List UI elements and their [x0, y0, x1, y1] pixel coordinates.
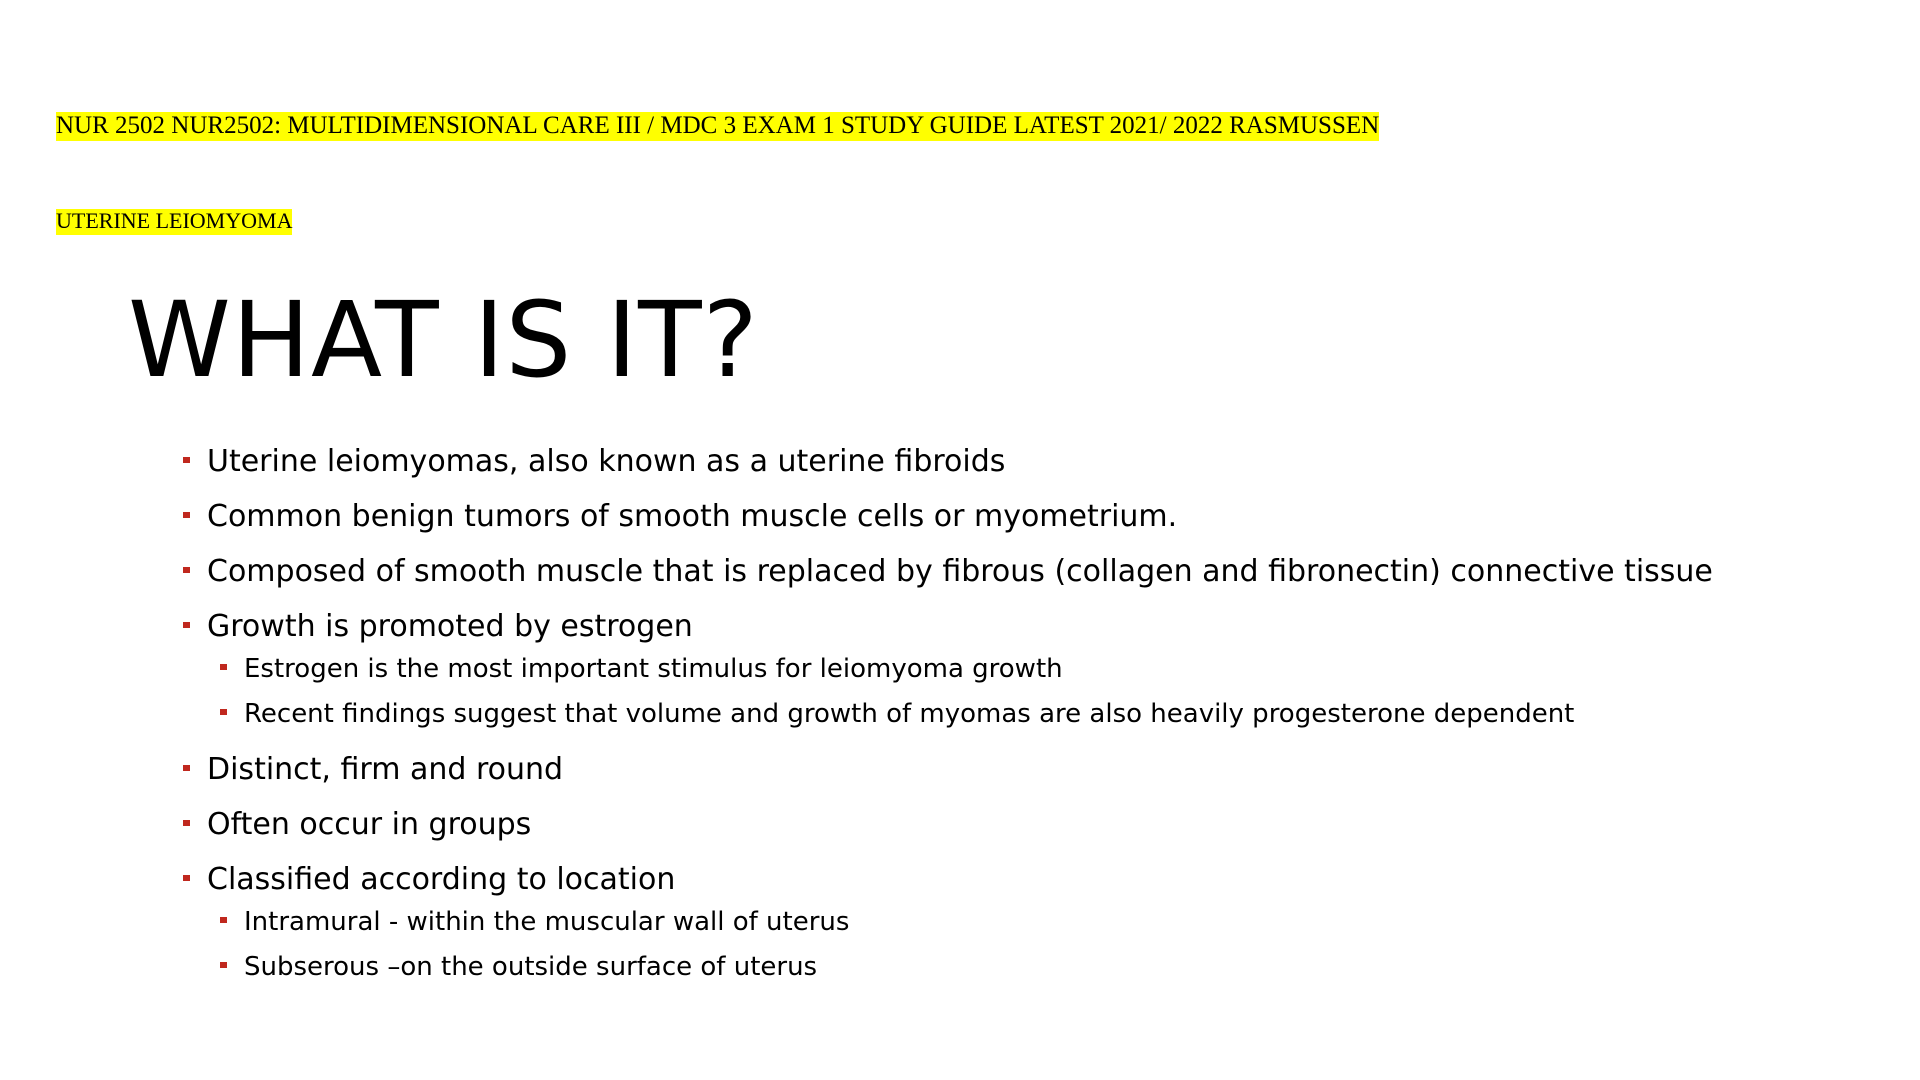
bullet-list: Uterine leiomyomas, also known as a uter…: [183, 444, 1753, 995]
bullet-marker-icon: [183, 512, 190, 518]
sub-bullet-item: Intramural - within the muscular wall of…: [220, 905, 1753, 940]
bullet-text: Often occur in groups: [207, 807, 532, 842]
bullet-text: Composed of smooth muscle that is replac…: [207, 554, 1713, 589]
bullet-marker-icon: [183, 765, 190, 771]
bullet-item: Growth is promoted by estrogen: [183, 609, 1753, 644]
bullet-item: Distinct, firm and round: [183, 752, 1753, 787]
bullet-text: Classified according to location: [207, 862, 676, 897]
section-label: UTERINE LEIOMYOMA: [56, 208, 293, 235]
sub-bullet-item: Estrogen is the most important stimulus …: [220, 652, 1753, 687]
sub-bullet-text: Intramural - within the muscular wall of…: [244, 907, 850, 937]
sub-bullet-text: Subserous –on the outside surface of ute…: [244, 952, 818, 982]
bullet-item: Often occur in groups: [183, 807, 1753, 842]
bullet-marker-icon: [183, 875, 190, 881]
bullet-text: Growth is promoted by estrogen: [207, 609, 693, 644]
bullet-marker-icon: [220, 962, 227, 968]
bullet-marker-icon: [220, 664, 227, 670]
document-header: NUR 2502 NUR2502: MULTIDIMENSIONAL CARE …: [56, 112, 1380, 141]
sub-bullet-text: Recent findings suggest that volume and …: [244, 699, 1575, 729]
bullet-marker-icon: [183, 567, 190, 573]
bullet-item: Composed of smooth muscle that is replac…: [183, 554, 1753, 589]
bullet-marker-icon: [183, 622, 190, 628]
slide-title: WHAT IS IT?: [128, 279, 759, 401]
sub-bullet-text: Estrogen is the most important stimulus …: [244, 654, 1063, 684]
bullet-text: Common benign tumors of smooth muscle ce…: [207, 499, 1178, 534]
bullet-text: Uterine leiomyomas, also known as a uter…: [207, 444, 1006, 479]
bullet-item: Uterine leiomyomas, also known as a uter…: [183, 444, 1753, 479]
sub-bullet-item: Recent findings suggest that volume and …: [220, 697, 1753, 732]
bullet-marker-icon: [183, 457, 190, 463]
bullet-item: Classified according to location: [183, 862, 1753, 897]
sub-bullet-item: Subserous –on the outside surface of ute…: [220, 950, 1753, 985]
bullet-marker-icon: [220, 709, 227, 715]
bullet-item: Common benign tumors of smooth muscle ce…: [183, 499, 1753, 534]
bullet-marker-icon: [220, 917, 227, 923]
bullet-marker-icon: [183, 820, 190, 826]
bullet-text: Distinct, firm and round: [207, 752, 564, 787]
